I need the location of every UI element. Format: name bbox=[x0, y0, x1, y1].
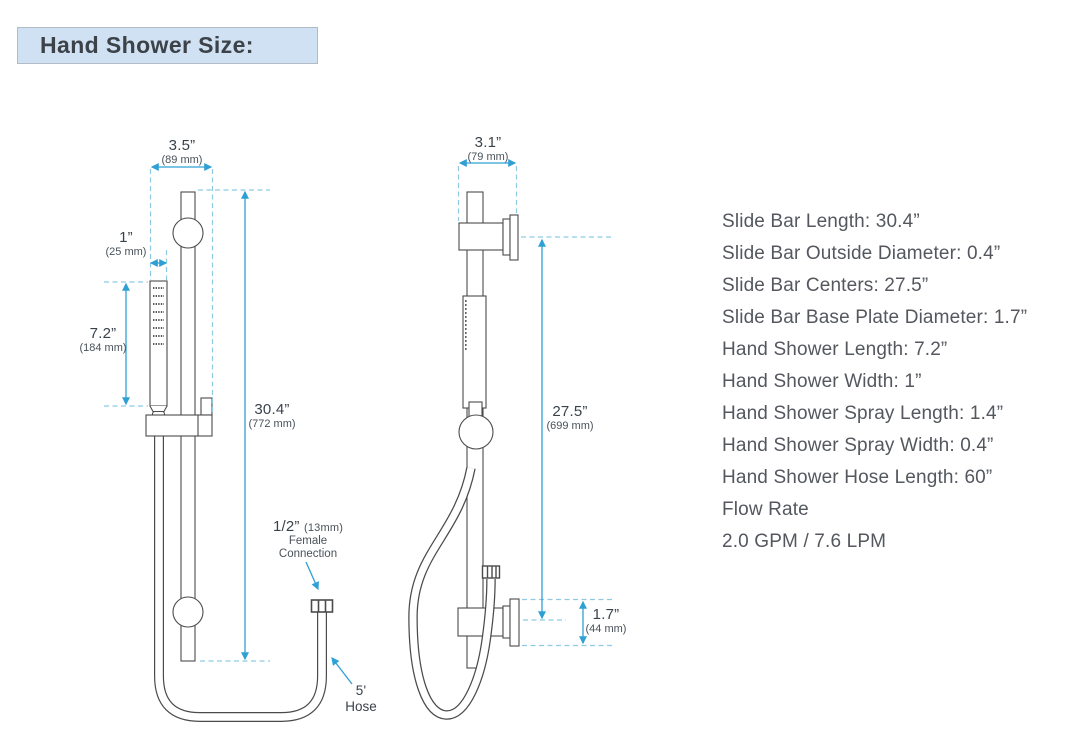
side-view-drawing bbox=[408, 191, 520, 720]
top-wall-mount bbox=[458, 214, 519, 261]
spec-slide-bar-length: Slide Bar Length: 30.4” bbox=[722, 211, 920, 232]
front-view-drawing bbox=[145, 191, 334, 722]
dim-label-overall-width: 3.5” (89 mm) bbox=[161, 137, 203, 167]
dim-label-slide-bar-centers: 27.5” (699 mm) bbox=[546, 403, 594, 433]
slider-bracket bbox=[145, 414, 213, 437]
spec-list: Slide Bar Length: 30.4” Slide Bar Outsid… bbox=[722, 206, 1082, 558]
hose-connection-nut-side bbox=[481, 565, 501, 579]
bottom-mount-ball bbox=[172, 596, 204, 628]
spec-flow-rate-heading: Flow Rate bbox=[722, 499, 809, 520]
spec-hand-shower-width: Hand Shower Width: 1” bbox=[722, 371, 922, 392]
dim-label-hand-shower-length: 7.2” (184 mm) bbox=[79, 325, 127, 355]
bottom-wall-mount bbox=[457, 598, 520, 647]
slider-knob bbox=[200, 397, 213, 416]
page-title-text: Hand Shower Size: bbox=[40, 32, 254, 58]
hose-connection-nut-front bbox=[310, 599, 334, 613]
spec-slide-bar-outside-diameter: Slide Bar Outside Diameter: 0.4” bbox=[722, 243, 1001, 264]
page-title: Hand Shower Size: bbox=[17, 27, 318, 64]
leader-arrow-hose bbox=[331, 657, 353, 685]
dim-label-slide-bar-length: 30.4” (772 mm) bbox=[248, 401, 296, 431]
extension-lines bbox=[104, 166, 613, 662]
dim-label-base-plate-diameter: 1.7” (44 mm) bbox=[585, 606, 627, 636]
dimension-arrows bbox=[122, 159, 587, 685]
spec-flow-rate-value: 2.0 GPM / 7.6 LPM bbox=[722, 531, 887, 552]
spec-hand-shower-spray-width: Hand Shower Spray Width: 0.4” bbox=[722, 435, 994, 456]
spec-hand-shower-hose-length: Hand Shower Hose Length: 60” bbox=[722, 467, 993, 488]
spray-face-dots bbox=[153, 287, 164, 345]
spec-slide-bar-centers: Slide Bar Centers: 27.5” bbox=[722, 275, 929, 296]
top-mount-ball bbox=[172, 217, 204, 249]
hose-length-note: 5' Hose bbox=[345, 683, 377, 714]
dim-label-connection: 1/2” (13mm) Female Connection bbox=[272, 518, 344, 561]
dim-label-hand-shower-width: 1” (25 mm) bbox=[105, 229, 147, 259]
leader-arrow-connection bbox=[305, 561, 319, 591]
slider-knob-side bbox=[458, 414, 494, 450]
spec-hand-shower-spray-length: Hand Shower Spray Length: 1.4” bbox=[722, 403, 1004, 424]
wand-taper bbox=[149, 405, 168, 413]
dim-label-wall-depth: 3.1” (79 mm) bbox=[467, 134, 509, 164]
spec-hand-shower-length: Hand Shower Length: 7.2” bbox=[722, 339, 948, 360]
spec-slide-bar-base-plate-diameter: Slide Bar Base Plate Diameter: 1.7” bbox=[722, 307, 1028, 328]
